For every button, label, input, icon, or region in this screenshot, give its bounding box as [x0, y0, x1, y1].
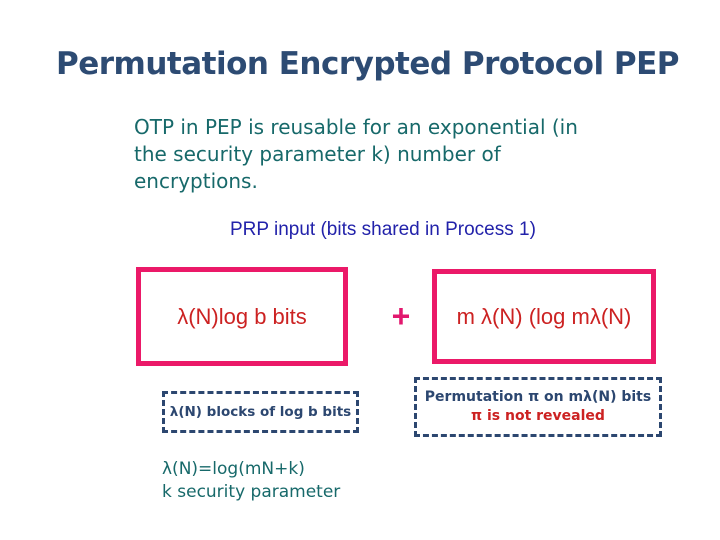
- lambda-log-b-bits-box: λ(N)log b bits: [136, 267, 348, 366]
- permutation-annotation-line1: Permutation π on mλ(N) bits: [424, 389, 652, 405]
- m-lambda-bits-label: m λ(N) (log mλ(N): [456, 303, 632, 329]
- blocks-annotation-box: λ(N) blocks of log b bits: [162, 391, 359, 433]
- body-line-2: the security parameter k) number of: [134, 142, 501, 166]
- prp-input-caption: PRP input (bits shared in Process 1): [230, 219, 536, 240]
- permutation-annotation-box: Permutation π on mλ(N) bits π is not rev…: [414, 377, 662, 437]
- lambda-log-b-bits-label: λ(N)log b bits: [177, 303, 307, 329]
- footnote-k-definition: k security parameter: [162, 482, 341, 502]
- body-paragraph: OTP in PEP is reusable for an exponentia…: [134, 114, 694, 195]
- plus-operator: +: [391, 298, 411, 334]
- body-line-1: OTP in PEP is reusable for an exponentia…: [134, 115, 578, 139]
- body-line-3: encryptions.: [134, 169, 258, 193]
- permutation-annotation-line2: π is not revealed: [471, 408, 605, 424]
- blocks-annotation-label: λ(N) blocks of log b bits: [169, 404, 352, 420]
- footnote: λ(N)=log(mN+k) k security parameter: [162, 458, 340, 504]
- slide-title: Permutation Encrypted Protocol PEP: [56, 46, 680, 82]
- footnote-lambda-definition: λ(N)=log(mN+k): [162, 459, 305, 479]
- m-lambda-bits-box: m λ(N) (log mλ(N): [432, 269, 656, 364]
